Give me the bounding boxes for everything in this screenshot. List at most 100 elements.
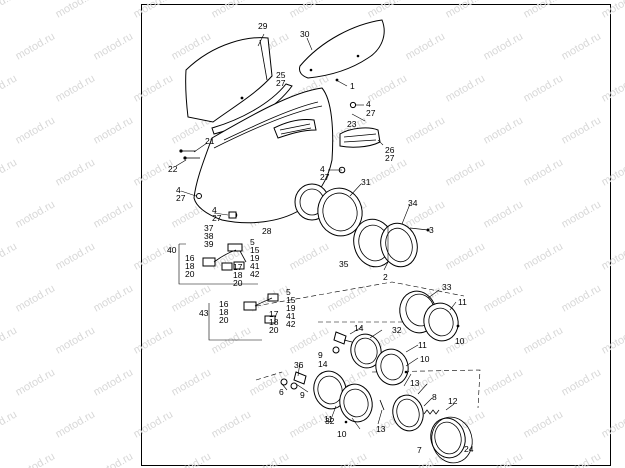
watermark-text: motod.ru <box>0 240 19 272</box>
callout: 42 <box>250 269 260 279</box>
retaining-ring-13 <box>392 394 424 432</box>
callout: 9 <box>318 350 323 360</box>
watermark-text: motod.ru <box>210 408 254 440</box>
callout: 12 <box>448 396 458 406</box>
watermark-text: motod.ru <box>132 72 176 104</box>
watermark-text: motod.ru <box>522 156 566 188</box>
watermark-text: motod.ru <box>132 408 176 440</box>
harness-upper <box>178 211 258 285</box>
callout: 13 <box>376 424 386 434</box>
watermark-text: motod.ru <box>366 72 410 104</box>
callout: 15 <box>286 295 296 305</box>
watermark-text: motod.ru <box>560 450 604 468</box>
callout-labels: 29 30 25 27 1 4 27 23 26 27 21 22 4 27 3… <box>167 21 474 455</box>
windshield-mount-hole <box>356 54 360 58</box>
callout: 43 <box>199 308 209 318</box>
callout: 19 <box>250 253 260 263</box>
callout: 9 <box>300 390 305 400</box>
watermark-text: motod.ru <box>560 114 604 146</box>
watermark-text: motod.ru <box>14 450 58 468</box>
callout: 1 <box>350 81 355 91</box>
callout: 27 <box>276 78 286 88</box>
watermark-text: motod.ru <box>170 366 214 398</box>
callout: 38 <box>204 231 214 241</box>
callout: 39 <box>204 239 214 249</box>
fairing-cap-trim <box>339 127 381 148</box>
watermark-text: motod.ru <box>600 0 625 21</box>
callout: 17 <box>269 309 279 319</box>
watermark-text: motod.ru <box>560 366 604 398</box>
watermark-text: motod.ru <box>14 282 58 314</box>
callout: 16 <box>219 299 229 309</box>
callout: 14 <box>318 359 328 369</box>
callout: 34 <box>408 198 418 208</box>
harness-lower <box>208 293 279 341</box>
watermark-text: motod.ru <box>600 408 625 440</box>
watermark-text: motod.ru <box>366 0 410 21</box>
callout: 10 <box>420 354 430 364</box>
watermark-text: motod.ru <box>92 282 136 314</box>
watermark-text: motod.ru <box>54 72 98 104</box>
watermark-text: motod.ru <box>560 282 604 314</box>
callout: 6 <box>279 387 284 397</box>
windshield-left-inner-line <box>259 39 268 81</box>
watermark-text: motod.ru <box>482 198 526 230</box>
trim-ring-24 <box>431 416 473 464</box>
callout: 32 <box>392 325 402 335</box>
watermark-text: motod.ru <box>132 0 176 21</box>
callout: 4 <box>320 164 325 174</box>
watermark-text: motod.ru <box>210 0 254 21</box>
callout: 30 <box>300 29 310 39</box>
callout: 22 <box>168 164 178 174</box>
callout: 8 <box>432 392 437 402</box>
watermark-text: motod.ru <box>92 114 136 146</box>
callout: 27 <box>320 172 330 182</box>
callout: 40 <box>167 245 177 255</box>
watermark-text: motod.ru <box>482 30 526 62</box>
watermark-text: motod.ru <box>560 198 604 230</box>
callout: 27 <box>385 153 395 163</box>
watermark-text: motod.ru <box>170 450 214 468</box>
watermark-text: motod.ru <box>444 0 488 21</box>
watermark-text: motod.ru <box>444 240 488 272</box>
watermark-text: motod.ru <box>522 324 566 356</box>
callout: 27 <box>176 193 186 203</box>
callout: 4 <box>366 99 371 109</box>
callout: 5 <box>250 237 255 247</box>
watermark-text: motod.ru <box>288 0 332 21</box>
watermark-text: motod.ru <box>482 282 526 314</box>
watermark-text: motod.ru <box>482 366 526 398</box>
callout: 25 <box>276 70 286 80</box>
watermark-text: motod.ru <box>288 324 332 356</box>
watermark-text: motod.ru <box>0 324 19 356</box>
callout: 4 <box>176 185 181 195</box>
windshield-left <box>185 37 273 123</box>
watermark-text: motod.ru <box>522 0 566 21</box>
watermark-text: motod.ru <box>444 72 488 104</box>
watermark-text: motod.ru <box>404 114 448 146</box>
watermark-text: motod.ru <box>600 324 625 356</box>
callout: 32 <box>325 416 335 426</box>
callout: 29 <box>258 21 268 31</box>
callout: 37 <box>204 223 214 233</box>
callout: 28 <box>262 226 272 236</box>
callout: 2 <box>383 272 388 282</box>
watermark-text: motod.ru <box>560 30 604 62</box>
watermark-text: motod.ru <box>600 156 625 188</box>
callout: 33 <box>442 282 452 292</box>
callout: 20 <box>185 269 195 279</box>
callout: 26 <box>385 145 395 155</box>
watermark-text: motod.ru <box>132 324 176 356</box>
watermark-text: motod.ru <box>14 30 58 62</box>
callout: 21 <box>205 136 215 146</box>
watermark-text: motod.ru <box>600 72 625 104</box>
watermark-text: motod.ru <box>210 324 254 356</box>
watermark-text: motod.ru <box>14 366 58 398</box>
callout: 11 <box>324 414 333 424</box>
watermark-text: motod.ru <box>54 324 98 356</box>
callout: 41 <box>250 261 260 271</box>
adjusting-spring-12 <box>423 409 440 415</box>
callout: 7 <box>417 445 422 455</box>
watermark-text: motod.ru <box>92 366 136 398</box>
